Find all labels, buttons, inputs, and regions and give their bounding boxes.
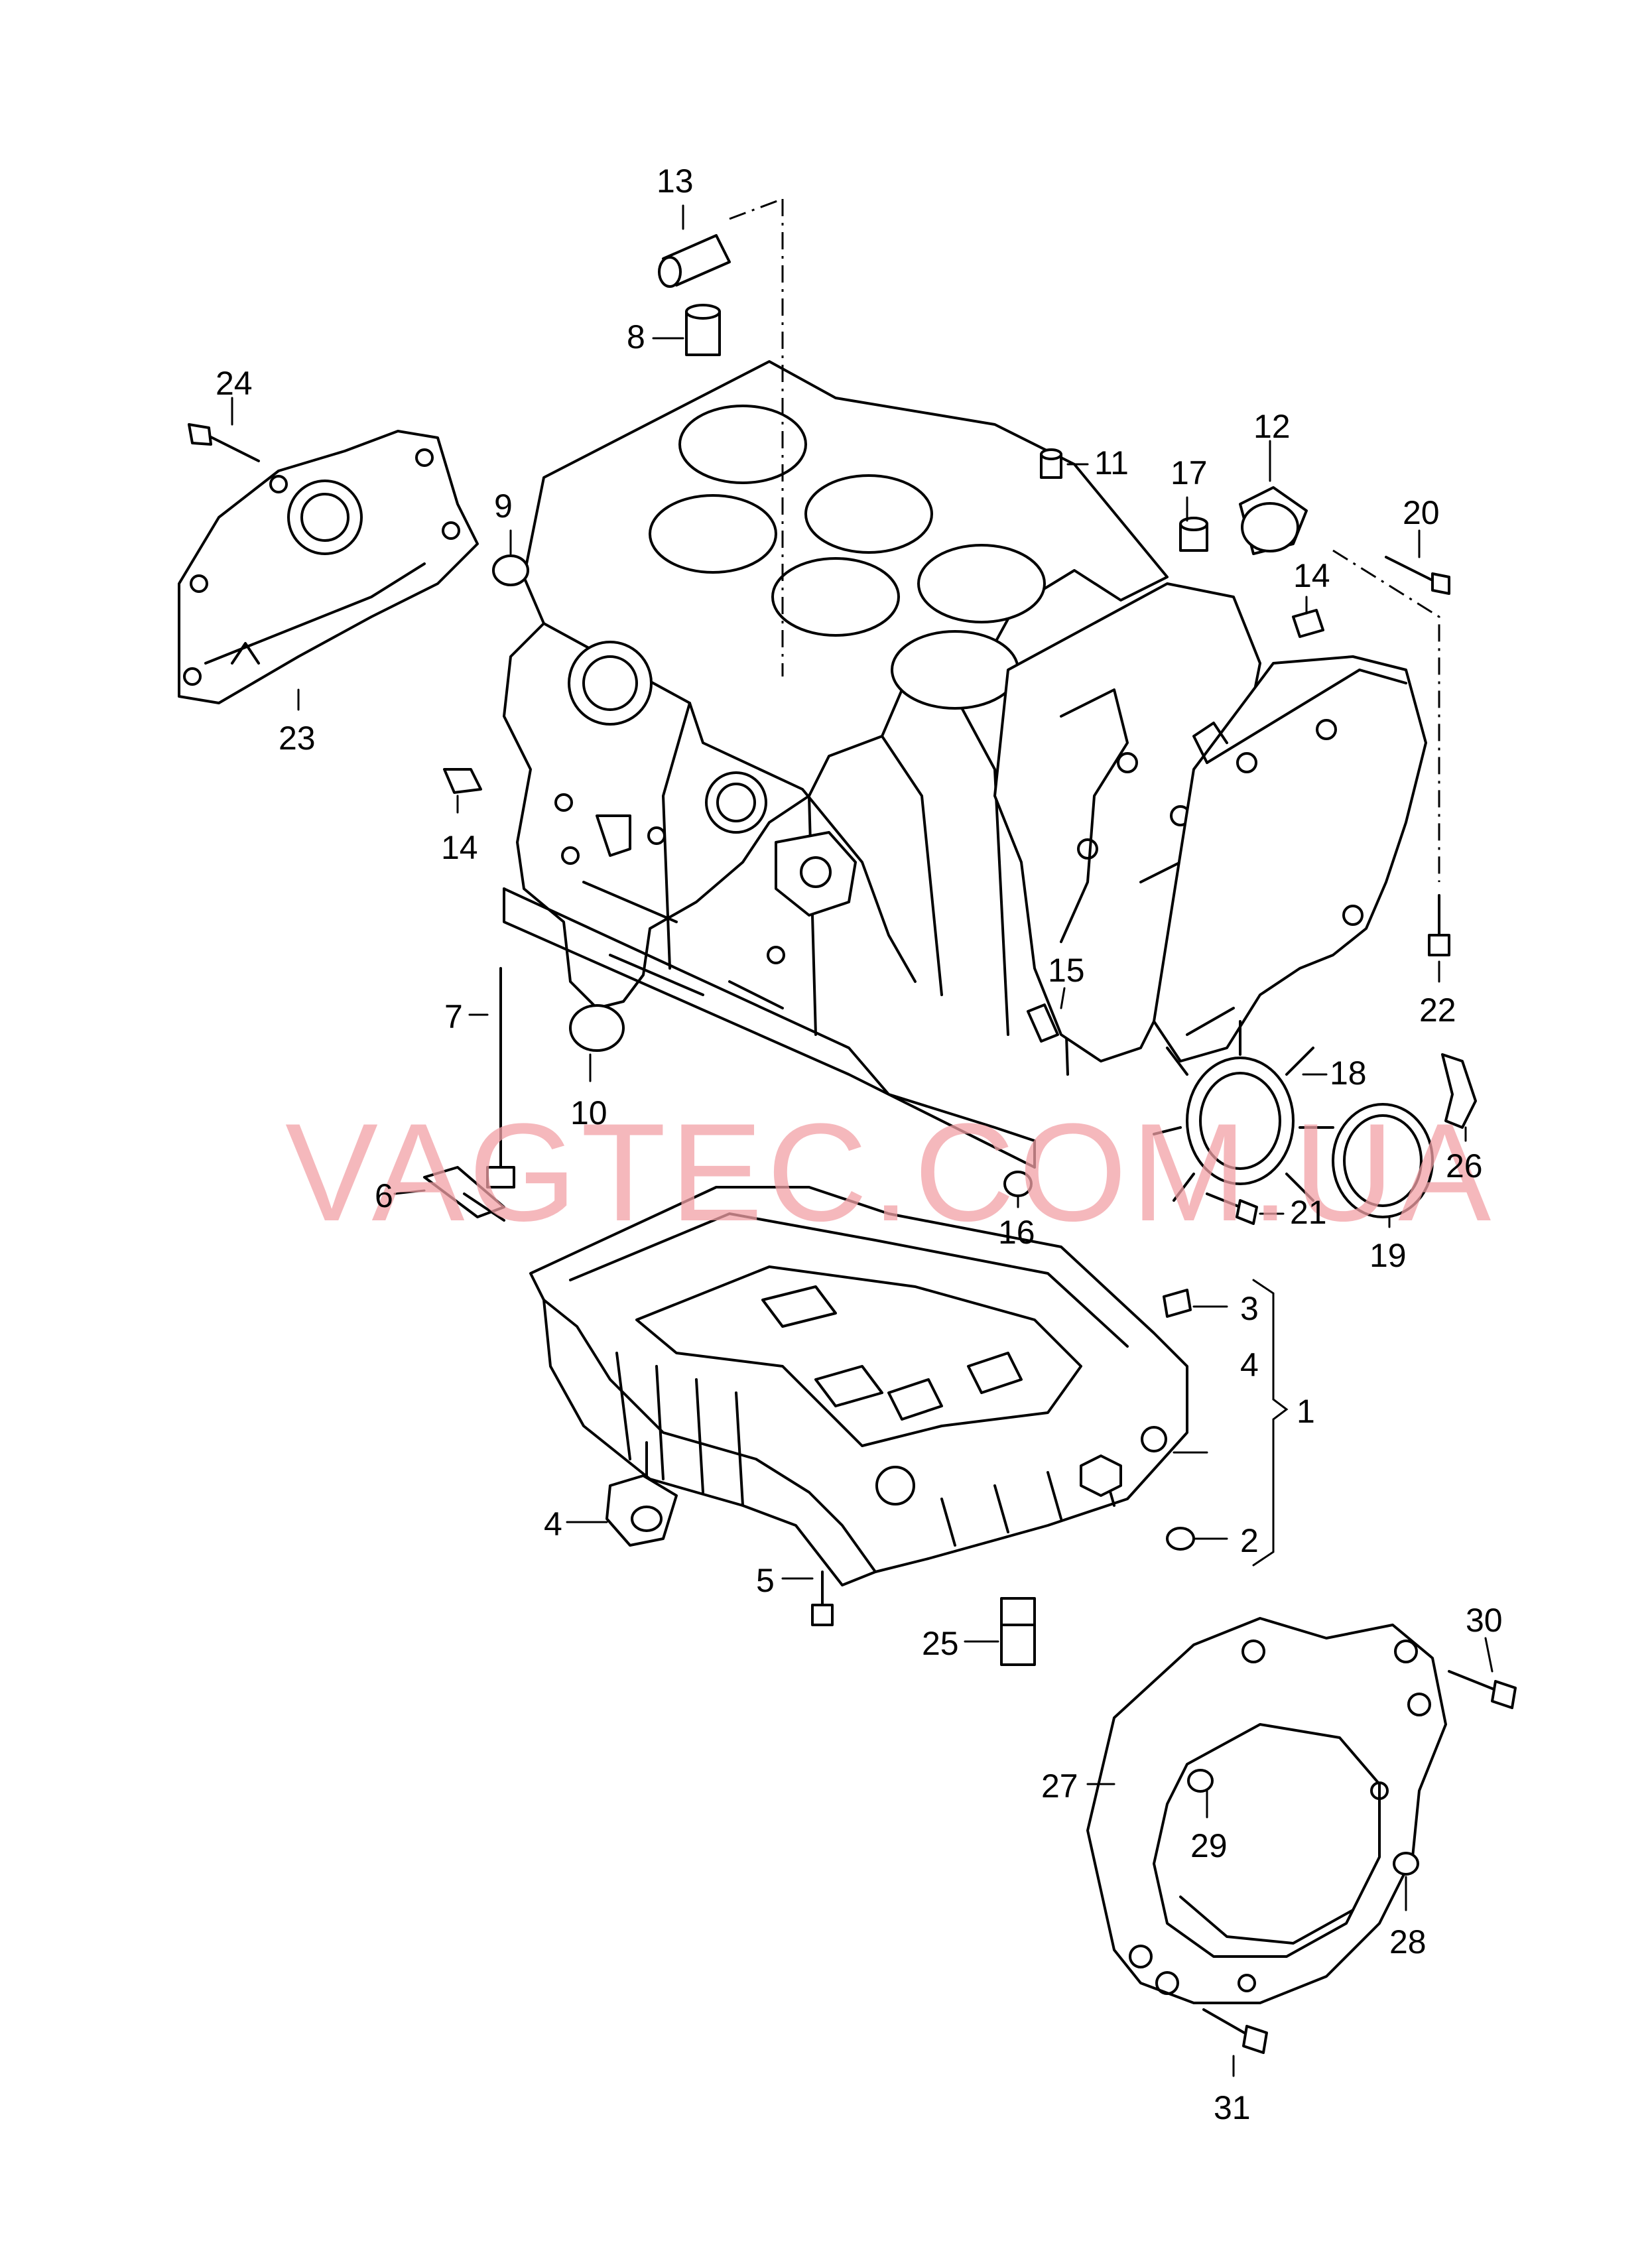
callout-labels: 13 8 24 9 11 17 12 20 14 23 14 7 10 15 1… xyxy=(216,162,1503,2126)
callout-25: 25 xyxy=(922,1625,959,1662)
callout-14-right: 14 xyxy=(1293,557,1330,594)
callout-16: 16 xyxy=(998,1214,1035,1251)
callout-10: 10 xyxy=(570,1094,607,1131)
callout-11: 11 xyxy=(1094,444,1129,482)
callout-19: 19 xyxy=(1369,1237,1407,1274)
callout-3: 3 xyxy=(1240,1290,1259,1327)
leader-lines xyxy=(231,204,1493,2077)
callout-26: 26 xyxy=(1446,1147,1483,1185)
callout-4-left: 4 xyxy=(544,1506,562,1543)
callout-23: 23 xyxy=(279,720,316,757)
callout-31: 31 xyxy=(1214,2089,1251,2126)
phantom-lines xyxy=(729,198,1440,882)
cylinder-block xyxy=(503,360,1427,1169)
callout-13: 13 xyxy=(657,162,694,200)
callout-24: 24 xyxy=(216,365,253,402)
callout-2: 2 xyxy=(1240,1522,1259,1559)
oil-pan xyxy=(529,1186,1188,1586)
rear-plate xyxy=(1086,1617,1447,2004)
callout-7: 7 xyxy=(444,998,463,1035)
small-parts xyxy=(188,234,1517,2054)
callout-28: 28 xyxy=(1389,1923,1427,1960)
callout-8: 8 xyxy=(627,318,645,355)
watermark: VAGTEC.COM.UA xyxy=(285,1094,1495,1250)
callout-18: 18 xyxy=(1330,1055,1367,1092)
callout-17: 17 xyxy=(1171,454,1208,491)
callout-4-right: 4 xyxy=(1240,1346,1259,1383)
callout-22: 22 xyxy=(1419,992,1456,1029)
callout-27: 27 xyxy=(1041,1767,1078,1805)
callout-20: 20 xyxy=(1403,494,1440,531)
callout-30: 30 xyxy=(1466,1602,1503,1639)
front-cover xyxy=(178,430,479,704)
callout-9: 9 xyxy=(494,487,513,525)
callout-29: 29 xyxy=(1190,1827,1228,1864)
callout-15: 15 xyxy=(1048,952,1085,989)
callout-5: 5 xyxy=(756,1562,775,1599)
callout-14-left: 14 xyxy=(441,829,478,866)
callout-6: 6 xyxy=(375,1177,393,1214)
callout-12: 12 xyxy=(1253,408,1291,445)
callout-1: 1 xyxy=(1297,1393,1315,1430)
callout-21: 21 xyxy=(1290,1194,1327,1231)
